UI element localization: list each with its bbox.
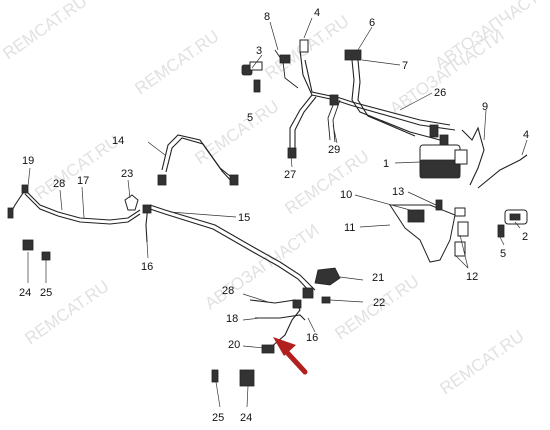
brake-line-18 [255, 314, 306, 321]
callout-10: 10 [340, 189, 352, 201]
callout-24-left: 24 [19, 287, 31, 299]
watermark: REMCAT.RU [31, 132, 122, 204]
callout-16-left: 16 [141, 261, 153, 273]
callout-5-right: 5 [500, 248, 506, 260]
brake-line-left [24, 189, 141, 221]
leader-lines [27, 17, 528, 408]
callout-28-bottom: 28 [222, 285, 234, 297]
callout-labels: 8 4 6 3 7 26 9 5 4 14 29 1 19 23 27 28 1… [19, 7, 529, 424]
fitting-3 [241, 61, 263, 76]
callout-8: 8 [264, 11, 270, 23]
abs-module [419, 134, 468, 179]
fitting-main-2 [429, 124, 439, 138]
connector-top [279, 39, 362, 64]
brake-line-27 [289, 94, 313, 150]
callout-4-top: 4 [314, 7, 320, 19]
fitting-left-2 [7, 207, 14, 219]
bolt-22 [321, 296, 331, 304]
callout-20: 20 [228, 339, 240, 351]
brake-line-28b [249, 299, 301, 349]
brake-line-top-4 [357, 59, 416, 137]
brake-line-left-b [24, 193, 141, 225]
brake-line-9 [461, 126, 485, 186]
callout-27: 27 [284, 169, 296, 181]
brake-line-14 [161, 134, 236, 181]
fitting-15 [302, 287, 314, 299]
brake-line-top-2 [304, 59, 451, 126]
callout-7: 7 [402, 60, 408, 72]
watermark: REMCAT.RU [436, 327, 527, 399]
callout-11: 11 [344, 222, 355, 234]
brake-line-down-1 [327, 99, 336, 141]
callout-23: 23 [121, 168, 133, 180]
brake-line-27b [294, 96, 317, 152]
fitting-28b [292, 299, 302, 309]
fitting-14b [229, 174, 239, 186]
callout-4-right: 4 [523, 129, 529, 141]
callout-16-bottom: 16 [306, 332, 318, 344]
callout-1: 1 [383, 158, 389, 170]
callout-28-left: 28 [53, 178, 65, 190]
callout-15: 15 [238, 212, 250, 224]
brake-line-8 [274, 49, 299, 89]
sensor-2 [504, 209, 528, 225]
callout-17: 17 [77, 175, 89, 187]
callout-3: 3 [256, 45, 262, 57]
brake-line-15 [149, 204, 316, 291]
callout-2: 2 [522, 231, 528, 243]
callout-21: 21 [372, 272, 384, 284]
brake-line-down-2 [332, 99, 341, 143]
callout-29: 29 [328, 144, 340, 156]
watermark: REMCAT.RU [21, 277, 112, 349]
fitting-main-1 [329, 94, 339, 106]
bolt-25-left [41, 251, 51, 261]
fitting-20 [261, 344, 275, 354]
bolt-24-left [22, 239, 34, 251]
callout-5-top: 5 [247, 112, 253, 124]
callout-13: 13 [392, 186, 404, 198]
bolt-25-bottom [211, 369, 219, 383]
arrow-head [273, 337, 296, 356]
highlight-arrow [273, 337, 308, 375]
clip-23 [124, 194, 139, 211]
callout-14: 14 [112, 135, 124, 147]
brake-line-4-right [477, 154, 528, 189]
bolt-24-bottom [239, 369, 255, 387]
callout-25-bottom: 25 [212, 412, 224, 424]
clip-21 [314, 267, 341, 286]
watermark: REMCAT.RU [0, 0, 91, 63]
callout-24-bottom: 24 [240, 412, 252, 424]
fitting-27 [287, 147, 297, 159]
callout-12: 12 [466, 271, 478, 283]
callout-19: 19 [22, 155, 34, 167]
callout-6: 6 [369, 17, 375, 29]
brake-line-15b [149, 208, 312, 294]
callout-22: 22 [373, 297, 385, 309]
watermark: АВТОЗАПЧАСТИ [201, 220, 322, 313]
brake-line-14b [165, 137, 234, 184]
callout-25-left: 25 [40, 287, 52, 299]
bolt-5 [253, 79, 505, 238]
components [7, 39, 528, 387]
watermark: REMCAT.RU [191, 97, 282, 169]
fitting-16 [142, 204, 152, 214]
bracket-assembly [389, 199, 469, 263]
watermark: REMCAT.RU [131, 27, 222, 99]
fitting-left-1 [21, 184, 29, 194]
callout-18: 18 [226, 313, 238, 325]
callout-9: 9 [482, 101, 488, 113]
brake-line-top-3 [351, 59, 441, 141]
fitting-14 [157, 174, 167, 186]
callout-26: 26 [434, 87, 446, 99]
